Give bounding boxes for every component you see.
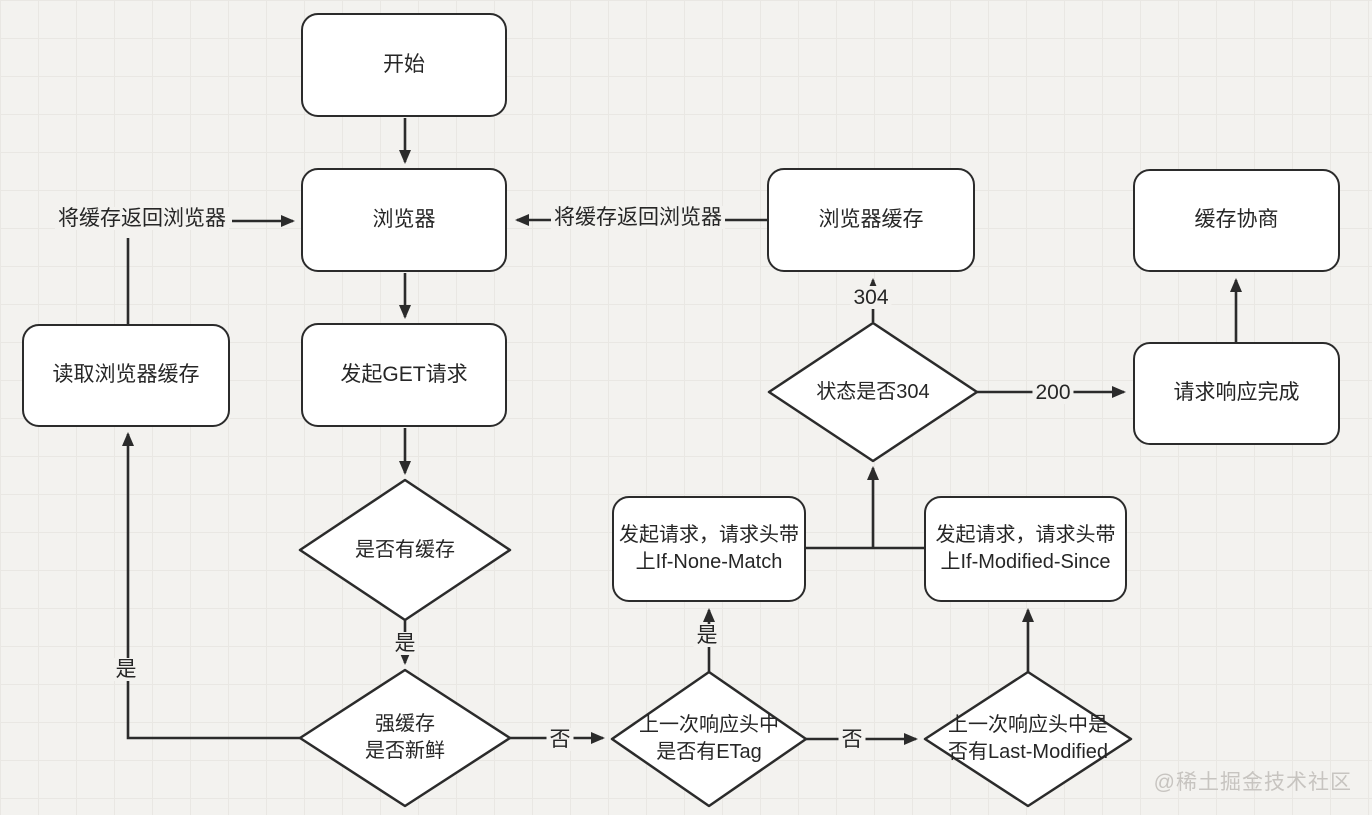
node-start: 开始 (301, 13, 507, 117)
decision-has-cache-shape (298, 478, 512, 622)
edge-label-200: 200 (1032, 381, 1074, 405)
decision-has-last-modified-label: 上一次响应头中是 否有Last-Modified (947, 714, 1109, 763)
edge-label-no-strong-fresh: 否 (546, 728, 574, 752)
node-cache-negotiation: 缓存协商 (1133, 169, 1340, 272)
watermark: @稀土掘金技术社区 (1153, 771, 1352, 794)
edge-label-yes-has-etag: 是 (693, 624, 721, 648)
edge-label-no-has-etag: 否 (838, 728, 866, 752)
decision-has-etag-shape (610, 670, 808, 808)
node-request-response-done: 请求响应完成 (1133, 342, 1340, 445)
edge-label-return-cache-left: 将缓存返回浏览器 (55, 207, 229, 231)
decision-has-etag-label: 上一次响应头中 是否有ETag (639, 714, 779, 763)
edge-label-yes-strong-fresh: 是 (112, 658, 140, 682)
decision-strong-fresh-shape (298, 668, 512, 808)
edge-label-return-cache-right: 将缓存返回浏览器 (551, 206, 725, 230)
decision-has-last-modified-shape (923, 670, 1133, 808)
decision-strong-fresh-label: 强缓存 是否新鲜 (365, 713, 445, 762)
edge-label-304: 304 (850, 286, 892, 310)
node-request-if-none-match: 发起请求，请求头带 上If-None-Match (612, 496, 806, 602)
node-browser-cache: 浏览器缓存 (767, 168, 975, 272)
decision-has-cache-label: 是否有缓存 (355, 538, 455, 561)
decision-status-304-shape (767, 321, 979, 463)
node-request-if-modified-since: 发起请求，请求头带 上If-Modified-Since (924, 496, 1127, 602)
decision-status-304-label: 状态是否304 (816, 380, 930, 403)
arrow-strongfresh-to-readcache (122, 432, 300, 740)
edge-label-yes-has-cache: 是 (391, 632, 419, 656)
node-read-browser-cache: 读取浏览器缓存 (22, 324, 230, 427)
node-get-request: 发起GET请求 (301, 323, 507, 427)
node-browser: 浏览器 (301, 168, 507, 272)
